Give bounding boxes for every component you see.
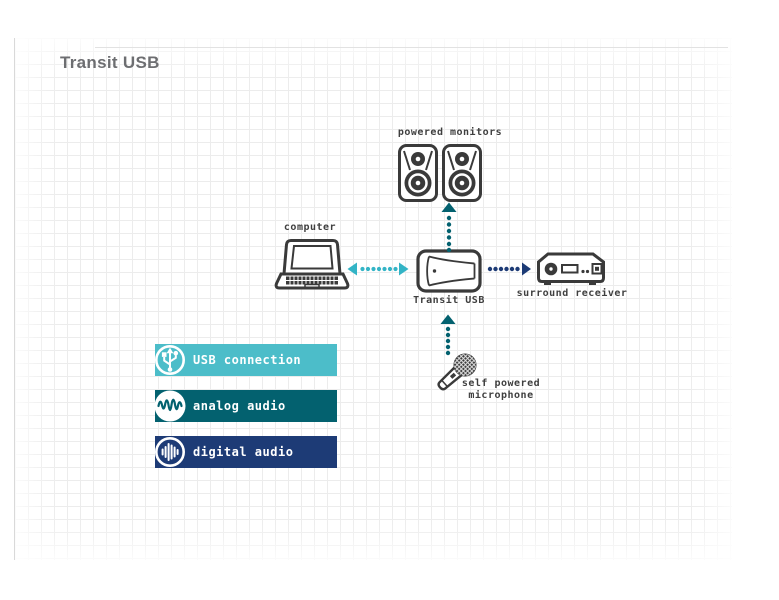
analog-arrow-microphone-transit [440,314,456,356]
legend-label-digital: digital audio [193,445,294,459]
legend-label-usb: USB connection [193,353,302,367]
transit-usb-label: Transit USB [413,295,485,306]
usb-arrow-computer-transit [347,262,409,276]
usb-icon [155,345,185,375]
analog-wave-icon [154,390,186,422]
surround-receiver-label: surround receiver [516,288,628,299]
powered-monitors-label: powered monitors [397,127,503,138]
grid-background [14,38,732,560]
legend-item-usb-connection: USB connection [155,344,337,376]
legend-item-analog-audio: analog audio [154,390,337,422]
computer-icon [274,239,350,290]
surround-receiver-icon [537,252,605,285]
digital-arrow-transit-receiver [487,262,531,276]
computer-label: computer [283,222,337,233]
page-title: Transit USB [60,53,160,72]
digital-wave-icon [155,437,185,467]
transit-usb-icon [416,249,482,293]
microphone-icon [437,353,477,391]
analog-arrow-transit-monitors [441,202,457,252]
legend-item-digital-audio: digital audio [155,436,337,468]
legend-label-analog: analog audio [193,399,286,413]
grid-major-line [95,47,728,48]
powered-monitors-icon [398,144,482,202]
